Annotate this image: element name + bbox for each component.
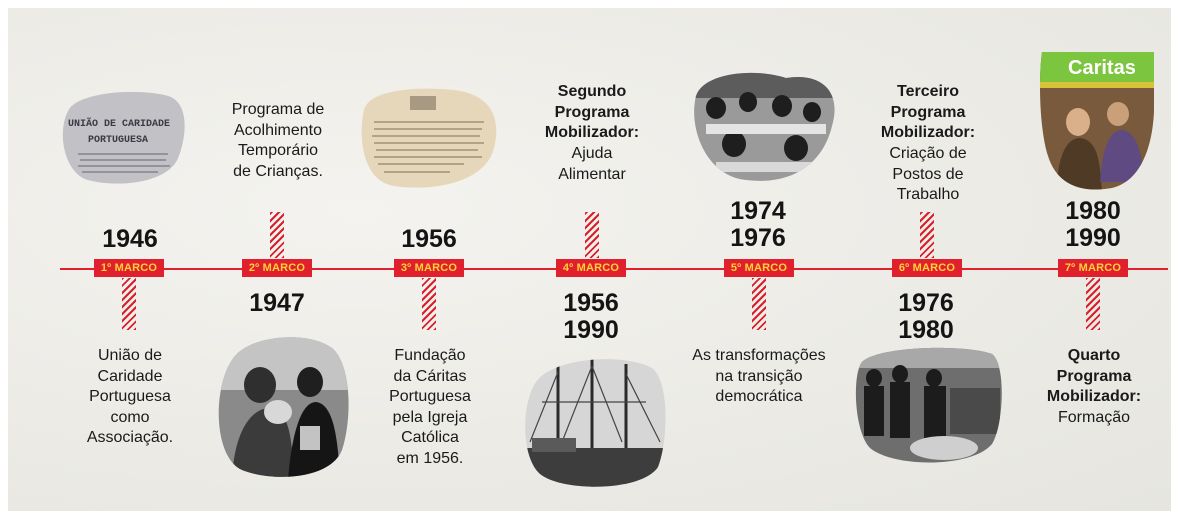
milestone-7-description: Formação <box>1057 409 1131 426</box>
marker-7-label: 7º MARCO <box>1064 262 1122 274</box>
marker-1-label: 1º MARCO <box>100 262 158 274</box>
milestone-2-years: 1947 <box>249 289 305 317</box>
marker-6: 6º MARCO <box>892 259 962 277</box>
milestone-5-years: 1974 1976 <box>730 197 786 252</box>
milestone-7-title: Quarto Programa Mobilizador: <box>1046 347 1142 405</box>
photo-ship-1956 <box>522 352 666 490</box>
marker-5-hatch-below <box>752 278 766 330</box>
milestone-4-title: Segundo Programa Mobilizador: <box>544 83 640 141</box>
marker-2-label: 2º MARCO <box>248 262 306 274</box>
document-text-line1: UNIÃO DE CARIDADE <box>68 116 170 130</box>
milestone-2-description: Programa de Acolhimento Temporário de Cr… <box>231 101 325 180</box>
milestone-4-description: Ajuda Alimentar <box>558 145 626 183</box>
marker-6-hatch-above <box>920 212 934 258</box>
marker-1-hatch-below <box>122 278 136 330</box>
milestone-6-description: Criação de Postos de Trabalho <box>889 145 967 203</box>
marker-7-hatch-below <box>1086 278 1100 330</box>
photo-document-1956 <box>354 86 502 192</box>
photo-workers-1976 <box>854 344 1004 466</box>
marker-4-hatch-above <box>585 212 599 258</box>
milestone-6-title: Terceiro Programa Mobilizador: <box>880 83 976 141</box>
marker-5-label: 5º MARCO <box>730 262 788 274</box>
marker-2-hatch-above <box>270 212 284 258</box>
photo-document-1946: UNIÃO DE CARIDADE PORTUGUESA <box>58 88 188 188</box>
marker-2: 2º MARCO <box>242 259 312 277</box>
marker-5: 5º MARCO <box>724 259 794 277</box>
milestone-4-years: 1956 1990 <box>563 289 619 344</box>
marker-7: 7º MARCO <box>1058 259 1128 277</box>
milestone-5-description: As transformações na transição democráti… <box>692 347 826 405</box>
milestone-3-years: 1956 <box>401 225 457 253</box>
marker-3: 3º MARCO <box>394 259 464 277</box>
milestone-6-years: 1976 1980 <box>898 289 954 344</box>
marker-3-hatch-below <box>422 278 436 330</box>
marker-1: 1º MARCO <box>94 259 164 277</box>
photo-magazine-1980: Caritas <box>1038 52 1154 192</box>
document-text-line2: PORTUGUESA <box>88 135 148 146</box>
milestone-7-years: 1980 1990 <box>1065 197 1121 252</box>
marker-4: 4º MARCO <box>556 259 626 277</box>
marker-6-label: 6º MARCO <box>898 262 956 274</box>
milestone-3-description: Fundação da Cáritas Portuguesa pela Igre… <box>389 347 471 467</box>
milestone-1-description: União de Caridade Portuguesa como Associ… <box>86 347 174 446</box>
milestone-1-years: 1946 <box>102 225 158 253</box>
photo-meeting-1974 <box>686 68 840 186</box>
marker-4-label: 4º MARCO <box>562 262 620 274</box>
photo-family-1947 <box>212 330 350 480</box>
magazine-masthead: Caritas <box>1068 57 1136 79</box>
timeline-canvas: UNIÃO DE CARIDADE PORTUGUESA 1946 1º MAR… <box>8 8 1171 511</box>
marker-3-label: 3º MARCO <box>400 262 458 274</box>
